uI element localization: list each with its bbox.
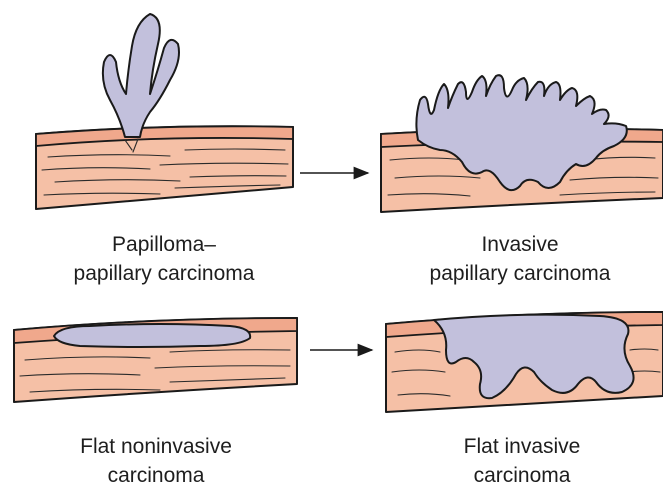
caption-line: papillary carcinoma (370, 259, 663, 288)
flat-tumor (54, 324, 250, 347)
papillary-tumor (103, 14, 179, 137)
caption-line: carcinoma (372, 461, 663, 490)
caption-line: Papilloma– (14, 230, 314, 259)
caption-line: Flat invasive (372, 432, 663, 461)
caption-invasive-papillary: Invasive papillary carcinoma (370, 230, 663, 288)
caption-line: papillary carcinoma (14, 259, 314, 288)
papilloma-illustration (36, 14, 293, 209)
invasive-papillary-illustration (381, 75, 663, 212)
caption-flat-invasive: Flat invasive carcinoma (372, 432, 663, 490)
flat-invasive-illustration (386, 312, 663, 412)
caption-flat-noninvasive: Flat noninvasive carcinoma (6, 432, 306, 490)
caption-line: Flat noninvasive (6, 432, 306, 461)
caption-papilloma: Papilloma– papillary carcinoma (14, 230, 314, 288)
caption-line: carcinoma (6, 461, 306, 490)
flat-noninvasive-illustration (14, 318, 297, 402)
caption-line: Invasive (370, 230, 663, 259)
